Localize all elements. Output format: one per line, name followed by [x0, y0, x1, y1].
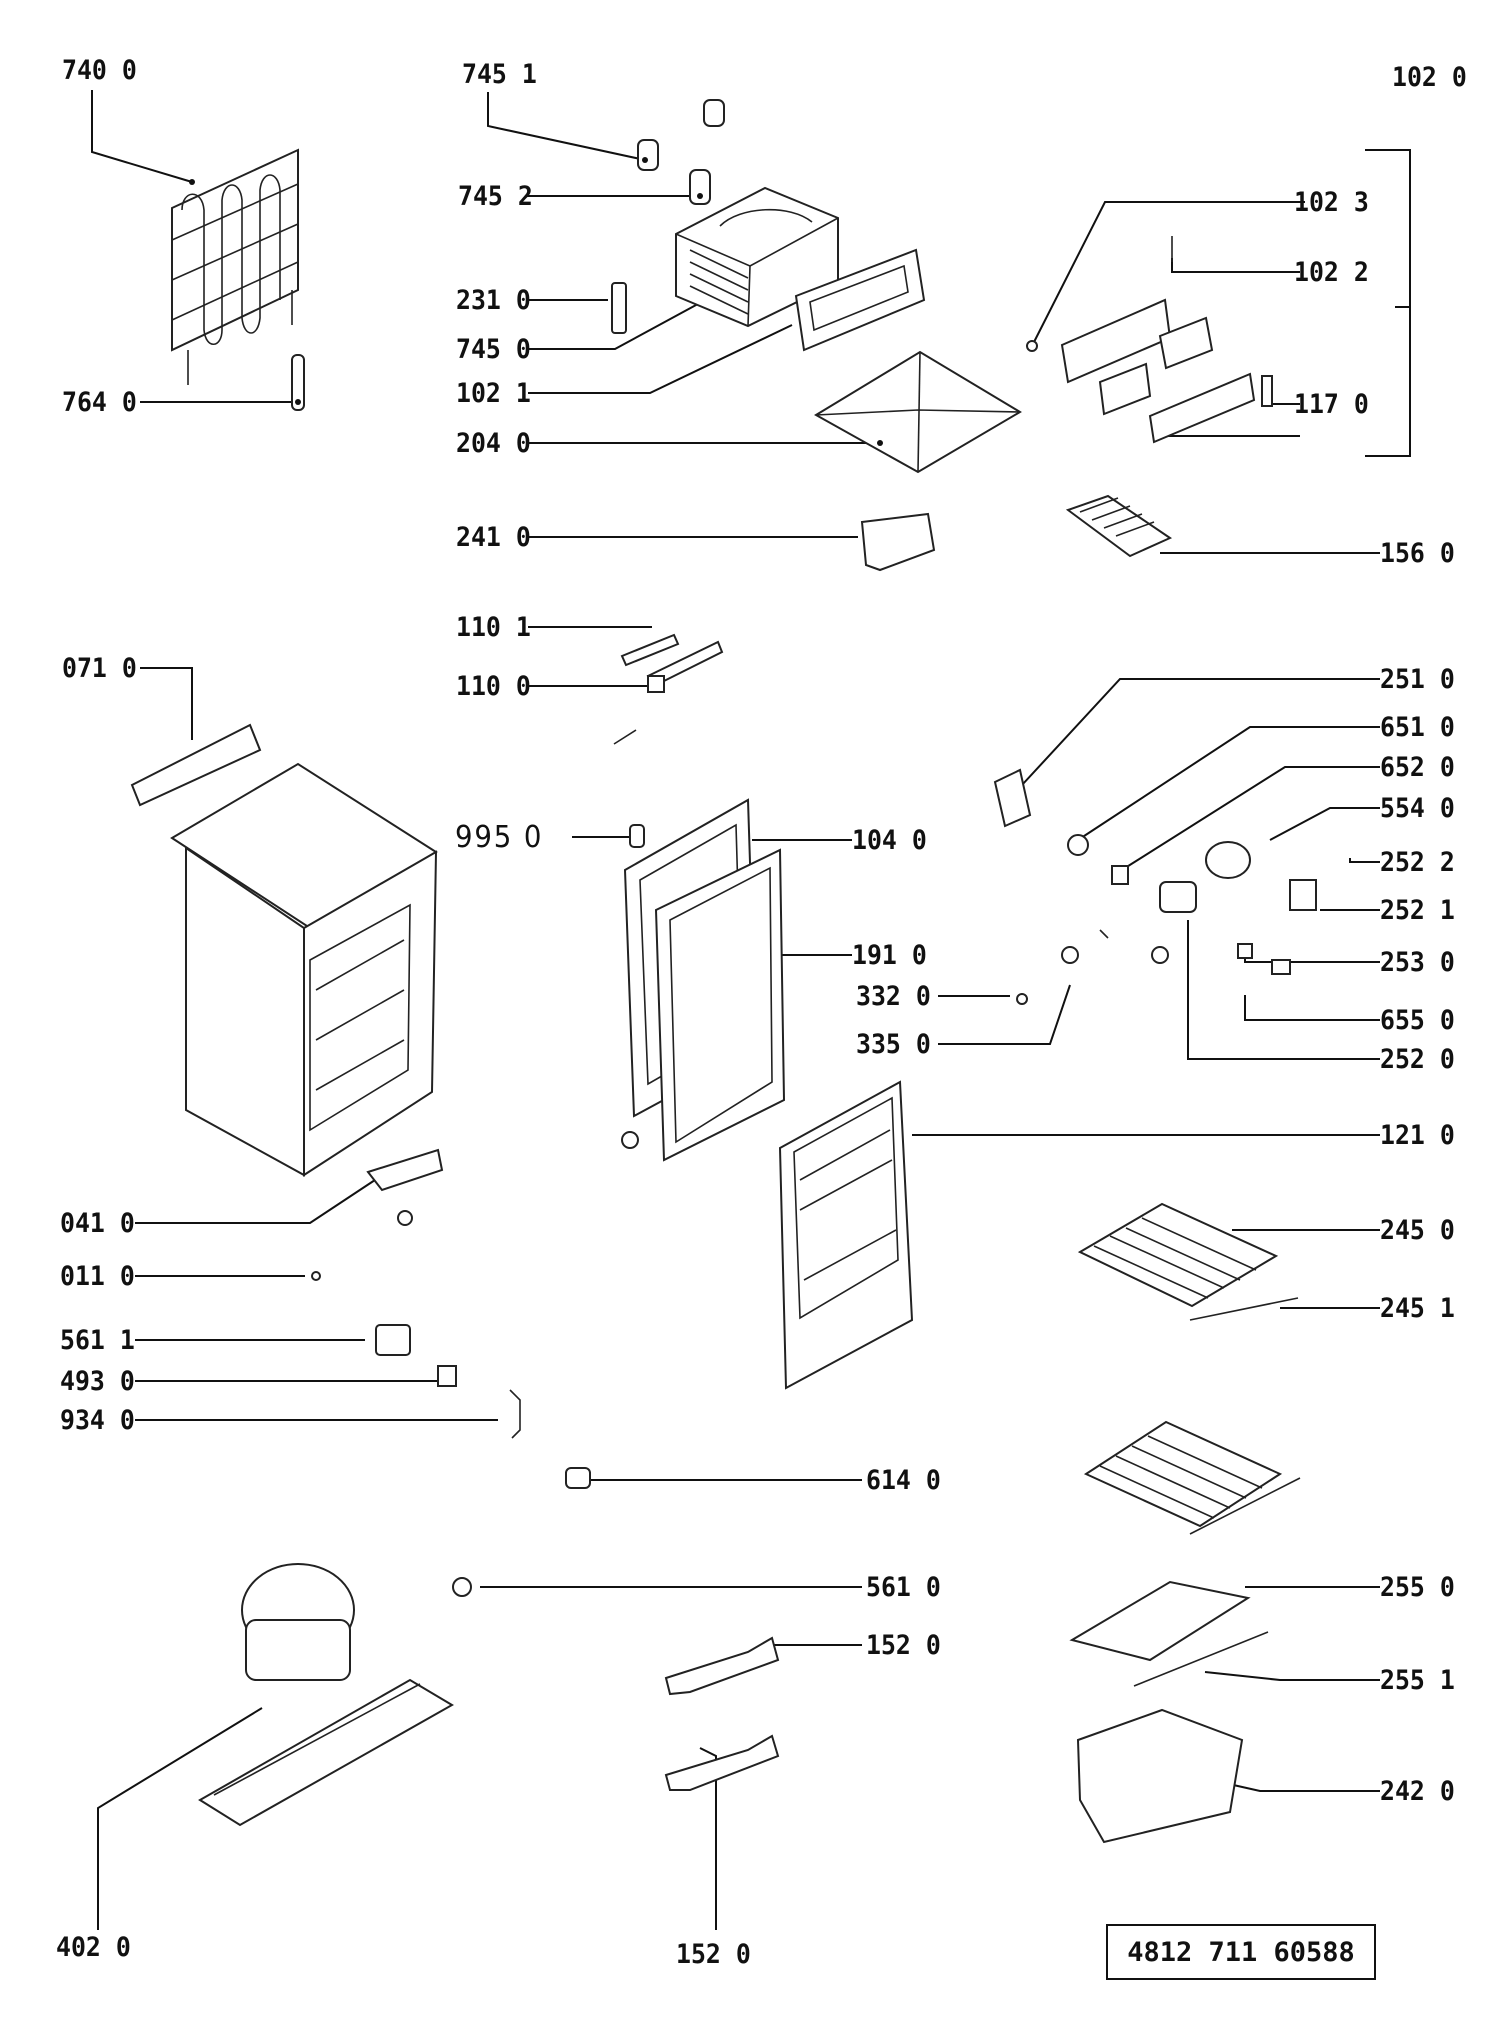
label-241-0: 241 0 [456, 522, 531, 553]
label-252-0: 252 0 [1380, 1044, 1455, 1075]
inner-door-drawing [778, 1080, 914, 1390]
door-racks-drawing [664, 1636, 780, 1791]
label-764-0: 764 0 [62, 387, 137, 418]
label-493-0: 493 0 [60, 1366, 135, 1397]
label-745-0: 745 0 [456, 334, 531, 365]
label-152-0-lower: 152 0 [676, 1939, 751, 1970]
label-402-0: 402 0 [56, 1932, 131, 1963]
filter-drier-drawing [291, 354, 305, 411]
part-335-drawing [1061, 946, 1079, 964]
part-614-drawing [565, 1467, 591, 1489]
label-041-0: 041 0 [60, 1208, 135, 1239]
fasteners-745 [637, 99, 725, 205]
label-152-0-upper: 152 0 [866, 1630, 941, 1661]
evaporator-door-drawing [794, 248, 926, 352]
label-252-2: 252 2 [1380, 847, 1455, 878]
part-934-drawing [509, 1389, 521, 1439]
part-561-1-drawing [375, 1324, 411, 1356]
label-011-0: 011 0 [60, 1261, 135, 1292]
part-332-drawing [1016, 993, 1028, 1005]
electrical-parts-drawing [993, 768, 1317, 975]
evaporator-drawing [675, 186, 839, 328]
part-561-0-drawing [452, 1577, 472, 1597]
label-934-0: 934 0 [60, 1405, 135, 1436]
label-231-0: 231 0 [456, 285, 531, 316]
label-102-2: 102 2 [1294, 257, 1369, 288]
label-255-0: 255 0 [1380, 1572, 1455, 1603]
label-242-0: 242 0 [1380, 1776, 1455, 1807]
label-335-0: 335 0 [856, 1029, 931, 1060]
crisper-drawer-drawing [1076, 1708, 1244, 1844]
door-gasket-drawing [621, 798, 786, 1162]
label-071-0: 071 0 [62, 653, 137, 684]
part-231-drawing [611, 282, 627, 334]
condenser-drawing [171, 148, 299, 385]
label-740-0: 740 0 [62, 55, 137, 86]
drip-tray-drawing [814, 350, 1022, 474]
label-745-1: 745 1 [462, 59, 537, 90]
bin-241-drawing [860, 512, 936, 572]
label-110-1: 110 1 [456, 612, 531, 643]
label-614-0: 614 0 [866, 1465, 941, 1496]
label-561-1: 561 1 [60, 1325, 135, 1356]
compressor-drawing [198, 1563, 454, 1827]
hinges-110 [613, 633, 724, 745]
label-204-0: 204 0 [456, 428, 531, 459]
part-493-drawing [437, 1365, 457, 1387]
leader-lines [91, 90, 1411, 1930]
label-102-1: 102 1 [456, 378, 531, 409]
label-255-1: 255 1 [1380, 1665, 1455, 1696]
connector-dots [189, 157, 883, 446]
label-121-0: 121 0 [1380, 1120, 1455, 1151]
label-651-0: 651 0 [1380, 712, 1455, 743]
label-102-0: 102 0 [1392, 62, 1467, 93]
glass-shelf-drawing [1069, 1580, 1269, 1687]
document-number-box: 4812 711 60588 [1106, 1924, 1376, 1980]
part-995-drawing [629, 824, 645, 848]
wire-shelves-drawing [1077, 1202, 1301, 1535]
label-745-2: 745 2 [458, 181, 533, 212]
label-117-0: 117 0 [1294, 389, 1369, 420]
label-253-0: 253 0 [1380, 947, 1455, 978]
label-102-3: 102 3 [1294, 187, 1369, 218]
label-995-0: 995 0 [455, 820, 544, 855]
label-104-0: 104 0 [852, 825, 927, 856]
label-655-0: 655 0 [1380, 1005, 1455, 1036]
top-cover-drawing [130, 723, 262, 807]
label-652-0: 652 0 [1380, 752, 1455, 783]
part-102-group-drawing [1026, 236, 1273, 444]
cabinet-drawing [170, 762, 438, 1177]
part-041-screw-drawing [397, 1210, 413, 1226]
label-561-0: 561 0 [866, 1572, 941, 1603]
part-011-drawing [311, 1271, 321, 1281]
label-251-0: 251 0 [1380, 664, 1455, 695]
label-156-0: 156 0 [1380, 538, 1455, 569]
label-245-1: 245 1 [1380, 1293, 1455, 1324]
bracket-041-drawing [366, 1148, 444, 1192]
ice-tray-drawing [1065, 494, 1173, 558]
label-110-0: 110 0 [456, 671, 531, 702]
label-252-1: 252 1 [1380, 895, 1455, 926]
label-191-0: 191 0 [852, 940, 927, 971]
label-332-0: 332 0 [856, 981, 931, 1012]
label-554-0: 554 0 [1380, 793, 1455, 824]
label-245-0: 245 0 [1380, 1215, 1455, 1246]
